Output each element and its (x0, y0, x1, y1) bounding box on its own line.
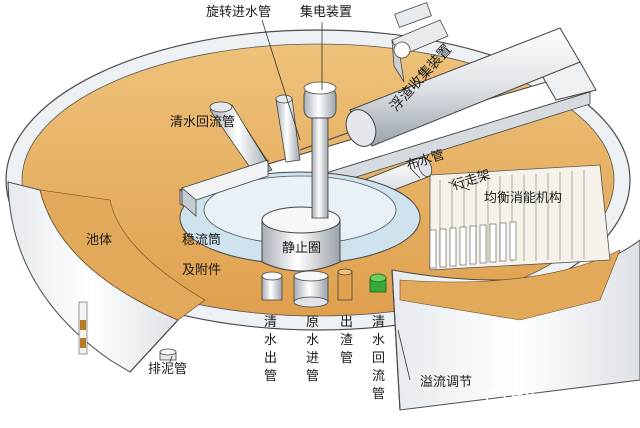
label-balance-device: 均衡消能机构 (484, 191, 562, 206)
vlabel-slag-outlet: 出 渣 管 (340, 315, 353, 366)
watermark: 建筑塑料管道网 cpiaa.com (486, 390, 608, 422)
central-column (179, 81, 421, 272)
svg-text:管: 管 (264, 369, 277, 384)
vlabel-raw-inlet: 原 水 进 管 (306, 315, 319, 384)
svg-text:清: 清 (372, 315, 385, 330)
label-stabilizer-2: 及附件 (182, 263, 221, 278)
label-tank-body: 池体 (86, 233, 112, 248)
svg-text:管: 管 (372, 387, 385, 402)
label-sludge-pipe: 排泥管 (148, 362, 187, 377)
leader-lines (169, 19, 471, 381)
clear-return-pipe (369, 273, 387, 293)
clear-outlet-pipe (261, 271, 283, 301)
svg-text:水: 水 (264, 333, 277, 348)
label-still-ring: 静止圈 (282, 241, 321, 256)
svg-text:流: 流 (372, 369, 385, 384)
svg-text:清: 清 (264, 315, 277, 330)
level-gauge (78, 301, 88, 355)
svg-text:出: 出 (340, 315, 353, 330)
watermark-text: 建筑塑料管道网 (510, 392, 608, 409)
float-collector (345, 2, 581, 147)
svg-text:原: 原 (306, 315, 319, 330)
svg-text:回: 回 (372, 351, 385, 366)
label-rotary-inlet: 旋转进水管 (206, 5, 271, 20)
svg-text:水: 水 (372, 333, 385, 348)
svg-text:管: 管 (340, 351, 353, 366)
raw-inlet-pipe (293, 270, 329, 308)
vlabel-clear-return: 清 水 回 流 管 (372, 315, 385, 402)
sludge-pipe (159, 348, 177, 361)
slag-outlet-pipe (337, 268, 353, 301)
label-clear-return-top: 清水回流管 (170, 115, 235, 130)
balance-device (429, 164, 611, 271)
label-stabilizer-1: 稳流筒 (182, 232, 221, 248)
bottom-pipes (159, 268, 387, 361)
svg-text:水: 水 (306, 333, 319, 348)
vlabel-clear-outlet: 清 水 出 管 (264, 315, 277, 384)
label-collector: 集电装置 (300, 4, 352, 20)
watermark-logo-icon (486, 390, 506, 410)
svg-text:出: 出 (264, 351, 277, 366)
svg-text:渣: 渣 (340, 333, 353, 348)
label-overflow: 溢流调节 (420, 375, 472, 390)
svg-text:进: 进 (306, 351, 319, 366)
watermark-sub: cpiaa.com (526, 413, 567, 422)
svg-text:管: 管 (306, 369, 319, 384)
